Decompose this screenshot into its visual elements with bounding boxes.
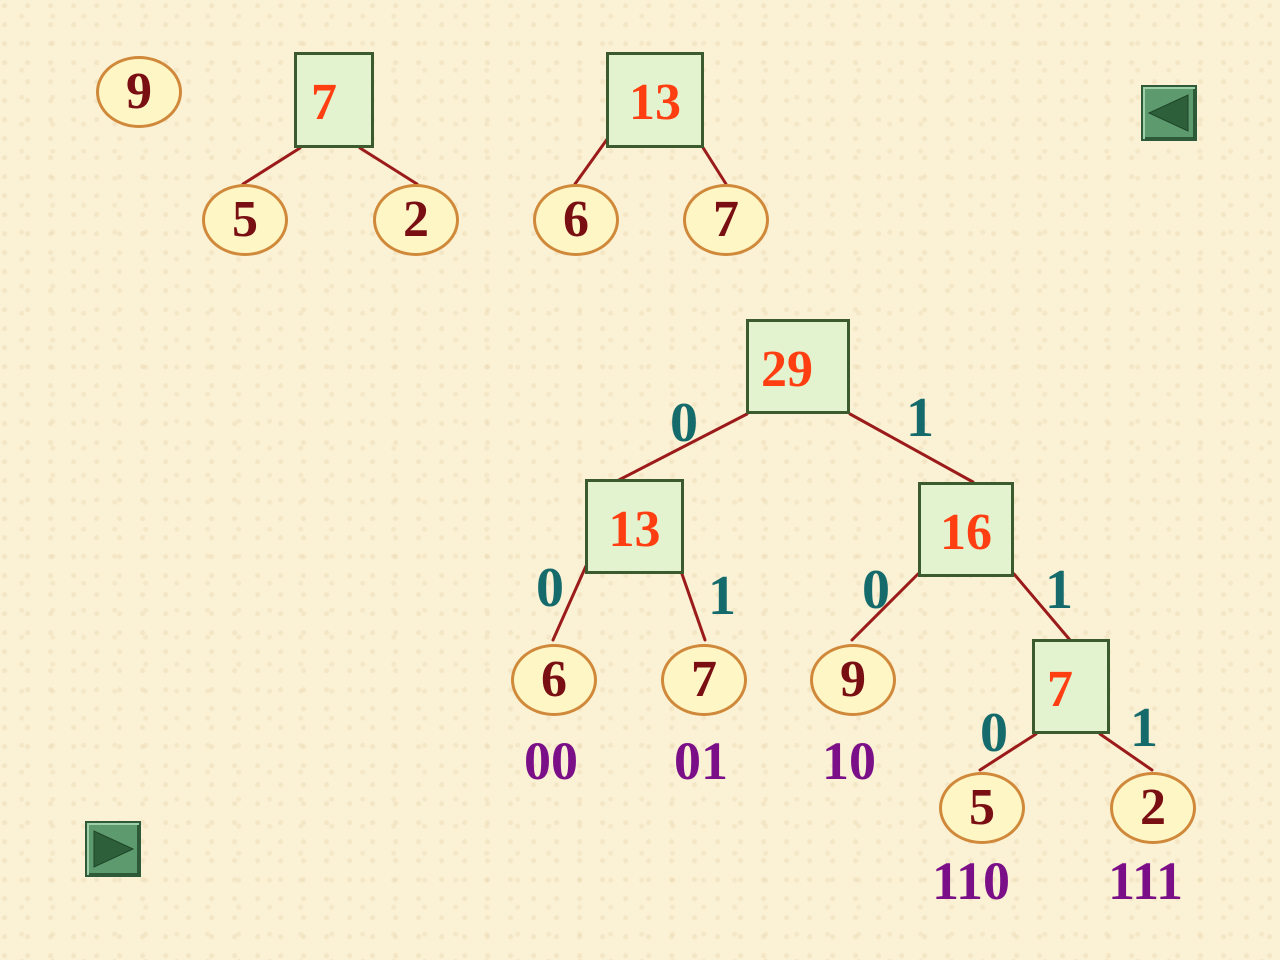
- internal-node-13: 13: [585, 479, 684, 574]
- leaf-node-7: 7: [661, 644, 747, 716]
- leaf-node-5-top: 5: [202, 184, 288, 256]
- leaf-node-9: 9: [810, 644, 896, 716]
- internal-node-16: 16: [918, 482, 1014, 577]
- edge: [680, 572, 707, 642]
- leaf-node-9-top: 9: [96, 56, 182, 128]
- root-node-29: 29: [746, 319, 850, 414]
- edge: [1098, 732, 1154, 772]
- internal-node-13-top: 13: [606, 52, 704, 148]
- leaf-node-6: 6: [511, 644, 597, 716]
- leaf-node-7-top: 7: [683, 184, 769, 256]
- edge-bit-label: 1: [708, 565, 736, 627]
- code-label: 111: [1108, 851, 1184, 911]
- internal-node-7: 7: [1032, 639, 1110, 734]
- edge-bit-label: 1: [1045, 559, 1073, 621]
- edge: [613, 412, 749, 484]
- leaf-node-2-top: 2: [373, 184, 459, 256]
- edge: [1012, 572, 1072, 642]
- edge: [700, 144, 728, 186]
- next-slide-button[interactable]: [85, 821, 141, 877]
- edge: [573, 136, 610, 186]
- triangle-left-icon: [1147, 94, 1189, 132]
- edge-bit-label: 0: [862, 559, 890, 621]
- code-label: 01: [674, 731, 728, 791]
- code-label: 10: [822, 731, 876, 791]
- code-label: 00: [524, 731, 578, 791]
- edge-bit-label: 1: [906, 387, 934, 449]
- leaf-node-6-top: 6: [533, 184, 619, 256]
- edge-bit-label: 1: [1130, 697, 1158, 759]
- edge-bit-label: 0: [980, 702, 1008, 764]
- code-label: 110: [932, 851, 1011, 911]
- edge: [551, 564, 588, 642]
- leaf-node-5: 5: [939, 772, 1025, 844]
- triangle-right-icon: [93, 830, 135, 868]
- edge-bit-label: 0: [536, 557, 564, 619]
- edge: [850, 572, 920, 642]
- edge: [848, 412, 975, 484]
- leaf-node-2: 2: [1110, 772, 1196, 844]
- edge: [358, 146, 419, 186]
- edge: [241, 146, 302, 186]
- edge: [978, 732, 1038, 772]
- edge-bit-label: 0: [670, 392, 698, 454]
- internal-node-7-top: 7: [294, 52, 374, 148]
- previous-slide-button[interactable]: [1141, 85, 1197, 141]
